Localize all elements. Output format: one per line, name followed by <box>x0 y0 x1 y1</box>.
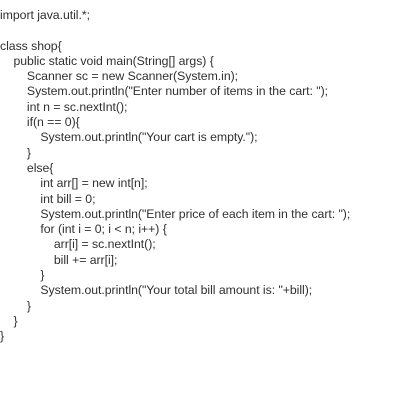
code-line-22: } <box>0 329 5 344</box>
code-line-5: Scanner sc = new Scanner(System.in); <box>0 69 239 84</box>
code-line-6: System.out.println("Enter number of item… <box>0 84 329 99</box>
code-line-14: System.out.println("Enter price of each … <box>0 206 351 221</box>
code-line-13: int bill = 0; <box>0 191 96 206</box>
code-line-12: int arr[] = new int[n]; <box>0 176 148 191</box>
code-line-9: System.out.println("Your cart is empty."… <box>0 130 258 145</box>
code-line-3: class shop{ <box>0 38 62 53</box>
code-line-18: } <box>0 268 45 283</box>
code-line-7: int n = sc.nextInt(); <box>0 99 128 114</box>
code-line-19: System.out.println("Your total bill amou… <box>0 283 313 298</box>
code-line-10: } <box>0 145 31 160</box>
code-line-21: } <box>0 313 18 328</box>
code-line-20: } <box>0 298 31 313</box>
code-line-16: arr[i] = sc.nextInt(); <box>0 237 156 252</box>
code-line-8: if(n == 0){ <box>0 115 80 130</box>
code-line-2 <box>0 23 417 38</box>
code-line-1: import java.util.*; <box>0 8 90 22</box>
code-line-4: public static void main(String[] args) { <box>0 53 214 68</box>
code-line-17: bill += arr[i]; <box>0 252 118 267</box>
code-line-15: for (int i = 0; i < n; i++) { <box>0 222 167 237</box>
code-line-11: else{ <box>0 160 54 175</box>
